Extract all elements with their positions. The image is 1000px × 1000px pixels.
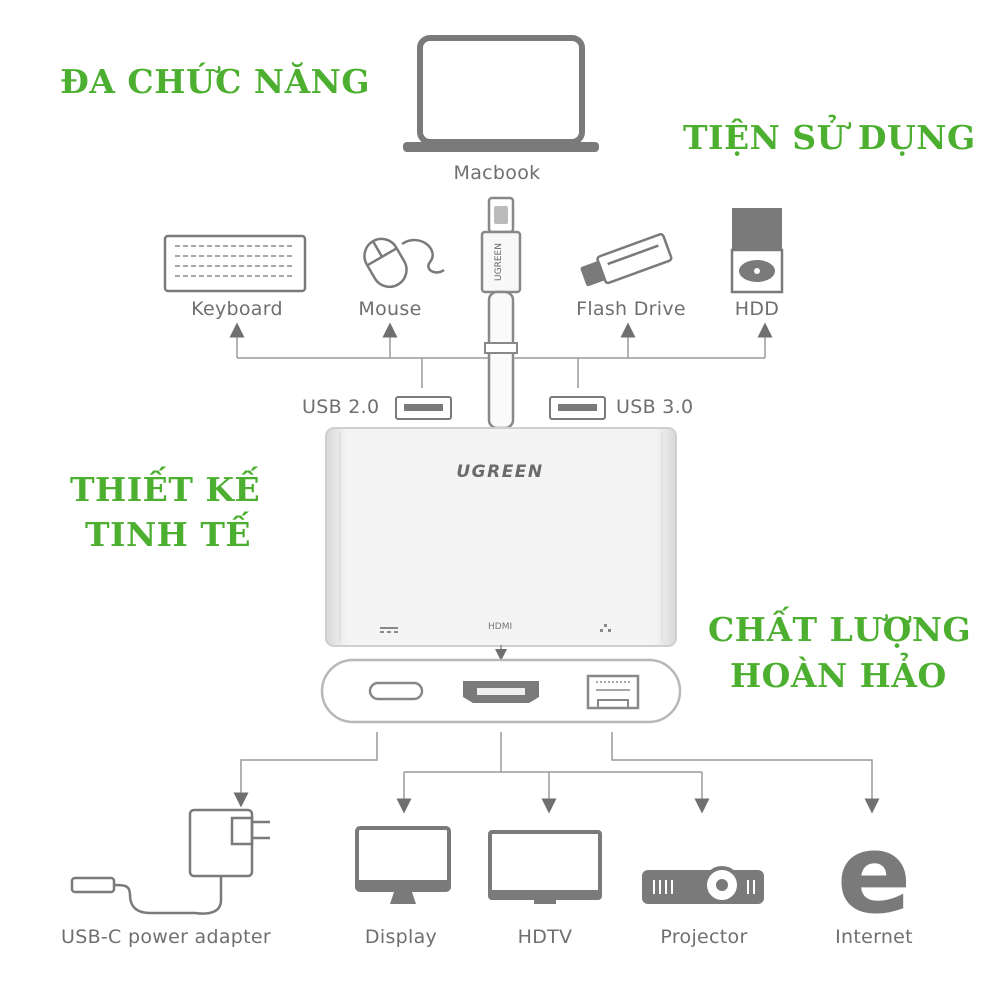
mouse-label: Mouse [358,298,422,320]
hdd-label: HDD [734,298,780,320]
usb-connection-lines [229,322,773,388]
power-adapter-icon [70,808,270,915]
hub-port-face [320,658,682,724]
projector-label: Projector [660,926,748,948]
flash-drive-icon [580,233,673,287]
hub-body [325,427,677,661]
keyboard-icon [163,234,307,293]
usb-port-icon-right [549,396,606,420]
mouse-icon [363,237,445,289]
usb-3-label: USB 3.0 [616,396,694,418]
flash-drive-label: Flash Drive [576,298,686,320]
usb-port-icon-left [395,396,452,420]
power-adapter-label: USB-C power adapter [61,926,271,948]
usb-c-cable-icon: UGREEN [480,196,522,430]
headline-design-line2: TINH TẾ [85,515,252,554]
usb-2-label: USB 2.0 [302,396,380,418]
headline-quality-line2: HOÀN HẢO [730,656,947,695]
hdtv-icon [488,830,602,904]
output-connection-lines [233,732,880,814]
laptop-icon [403,35,599,152]
internet-label: Internet [835,926,913,948]
hdtv-label: HDTV [517,926,573,948]
hdmi-port-label: HDMI [488,622,513,632]
hub-brand-logo: UGREEN [456,462,544,482]
display-label: Display [364,926,438,948]
display-icon [355,826,451,904]
laptop-label: Macbook [453,162,541,184]
hdd-icon [730,208,784,294]
keyboard-label: Keyboard [191,298,283,320]
headline-quality-line1: CHẤT LƯỢNG [708,610,972,649]
headline-easy-use: TIỆN SỬ DỤNG [683,118,976,157]
internet-icon: e [837,810,912,938]
headline-design-line1: THIẾT KẾ [70,470,261,509]
projector-icon [642,866,764,904]
cable-brand-text: UGREEN [494,243,504,281]
headline-multi-function: ĐA CHỨC NĂNG [60,62,371,101]
